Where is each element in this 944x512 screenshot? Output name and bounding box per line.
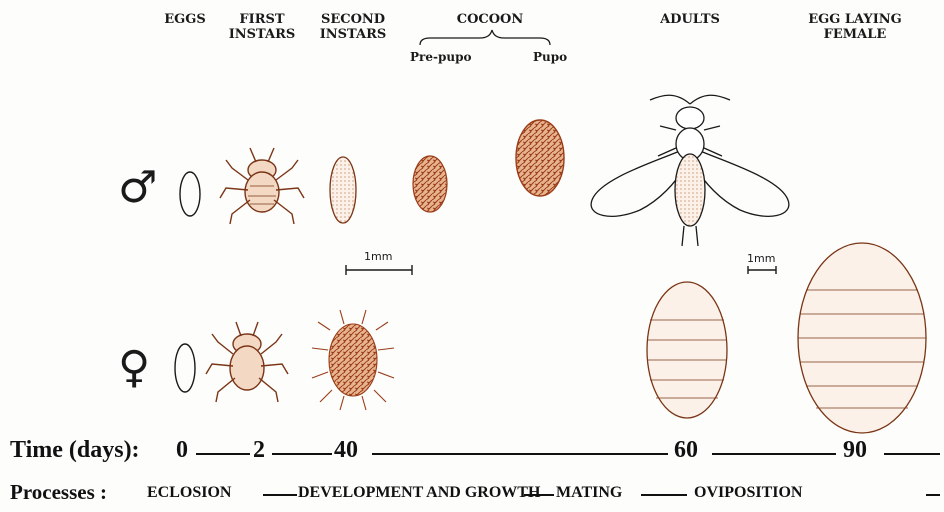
time-dash-5 [884,453,940,455]
cocoon-brace [420,30,550,45]
first-instar-male [220,148,304,224]
process-dash-4 [926,494,940,496]
pupo [516,120,564,196]
time-dash-4 [712,453,836,455]
time-label: Time (days): [10,437,140,464]
time-dash-1 [196,453,250,455]
time-mark-0: 0 [176,437,188,464]
time-dash-2 [272,453,332,455]
second-instar-female [312,310,394,410]
time-dash-3 [372,453,668,455]
process-oviposition: OVIPOSITION [694,484,802,502]
egg-male [180,172,200,216]
processes-label: Processes : [10,480,107,505]
scale-bar-right [748,266,776,274]
egg-female [175,344,195,392]
adult-female [647,282,727,418]
process-development: DEVELOPMENT AND GROWTH [298,484,540,502]
process-dash-2 [524,494,554,496]
second-instar-male [330,157,356,223]
time-mark-2: 2 [253,437,265,464]
process-dash-1 [263,494,297,496]
adult-male [591,95,789,246]
time-mark-90: 90 [843,437,867,464]
time-mark-40: 40 [334,437,358,464]
process-eclosion: ECLOSION [147,484,231,502]
process-mating: MATING [556,484,622,502]
egg-laying-female [798,243,926,433]
pre-pupo [413,156,447,212]
time-mark-60: 60 [674,437,698,464]
scale-bar-left [346,265,412,275]
process-dash-3 [641,494,687,496]
first-instar-female [206,322,288,402]
